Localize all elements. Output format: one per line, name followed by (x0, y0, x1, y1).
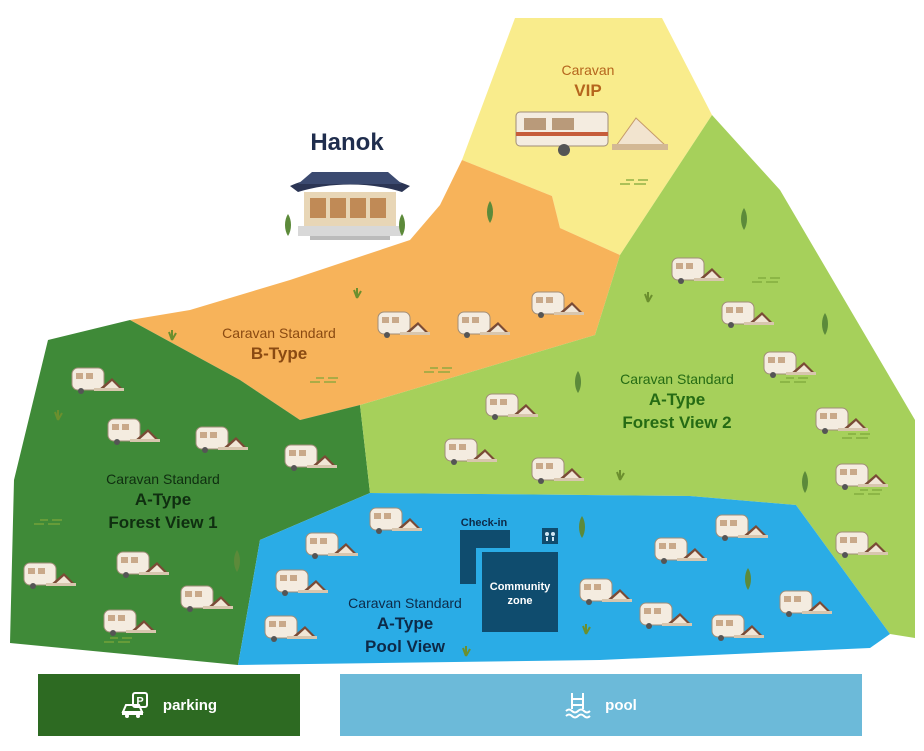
campsite-map: Caravan VIP Hanok Caravan Standard B-Typ… (10, 18, 915, 665)
hanok-building-icon (290, 172, 410, 240)
pool-view-label-line1: Caravan Standard (348, 595, 462, 611)
pool-view-label-line3: Pool View (365, 637, 446, 656)
parking-legend: P parking (38, 674, 300, 736)
parking-car-icon: P (121, 692, 151, 718)
forest1-label-line2: A-Type (135, 490, 191, 509)
svg-text:P: P (136, 696, 143, 708)
forest2-label-line1: Caravan Standard (620, 371, 734, 387)
community-zone-building (482, 552, 558, 632)
check-in-label: Check-in (461, 517, 508, 529)
b-type-label-line1: Caravan Standard (222, 325, 336, 341)
zone-pool-view (238, 493, 890, 665)
forest1-label-line3: Forest View 1 (108, 513, 217, 532)
forest2-label-line2: A-Type (649, 390, 705, 409)
vip-label-line2: VIP (574, 81, 601, 100)
tree-icon (285, 214, 291, 236)
parking-label: parking (162, 696, 218, 714)
vip-caravan-icon (515, 111, 668, 156)
check-in-building (460, 530, 510, 584)
forest2-label-line3: Forest View 2 (622, 413, 731, 432)
pool-ladder-icon (565, 691, 593, 719)
zone-b-type (130, 160, 620, 420)
restroom-icon (542, 528, 558, 544)
forest1-label-line1: Caravan Standard (106, 471, 220, 487)
pool-legend: pool (340, 674, 862, 736)
zone-forest-view-1 (10, 320, 370, 665)
b-type-label-line2: B-Type (251, 344, 307, 363)
pool-label: pool (605, 696, 637, 714)
zone-forest-view-2 (360, 115, 915, 638)
hanok-label: Hanok (310, 129, 384, 156)
community-zone-label-line2: zone (507, 595, 532, 607)
community-zone-label-line1: Community (490, 581, 551, 593)
vip-label-line1: Caravan (562, 62, 615, 78)
pool-view-label-line2: A-Type (377, 614, 433, 633)
